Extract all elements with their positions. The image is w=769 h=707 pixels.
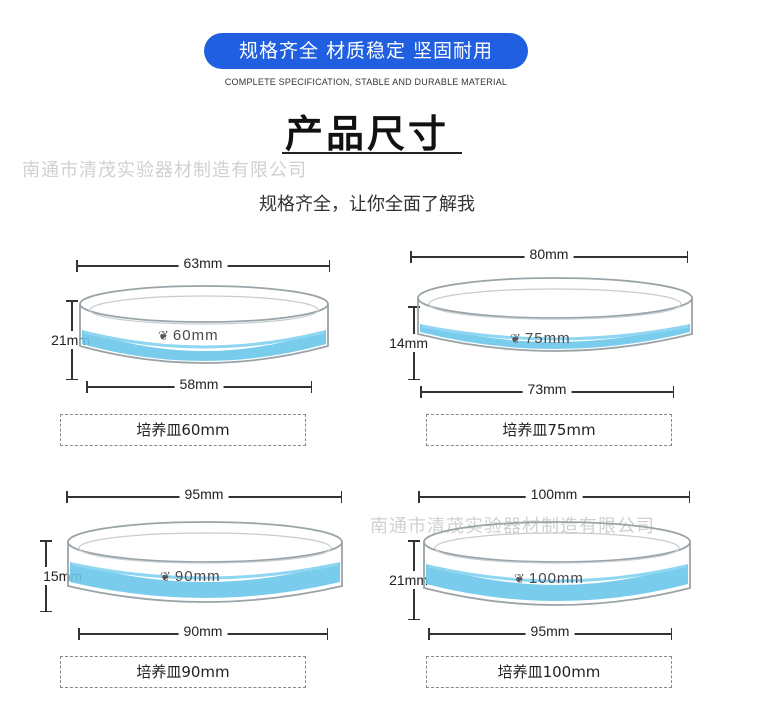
inner-width-dimension-100: 95mm [428, 623, 672, 640]
petri-dish-90: ❦90mm [64, 518, 346, 616]
brand-logo-icon: ❦ [510, 331, 522, 346]
height-value: 21mm [389, 571, 428, 589]
english-subtitle: COMPLETE SPECIFICATION, STABLE AND DURAB… [224, 77, 508, 87]
outer-width-dimension-100: 100mm [418, 486, 690, 503]
inner-width-dimension-90: 90mm [78, 623, 328, 640]
page-title: 产品尺寸 [284, 112, 449, 156]
brand-logo-icon: ❦ [160, 569, 172, 584]
dish-size-mark: 75mm [524, 330, 571, 347]
dish-size-mark: 100mm [528, 570, 584, 587]
height-dimension-75: 14mm [389, 306, 428, 380]
watermark-top: 南通市清茂实验器材制造有限公司 [22, 160, 307, 181]
brand-logo-icon: ❦ [158, 328, 170, 343]
outer-width-value: 100mm [525, 486, 583, 502]
product-label-100: 培养皿100mm [426, 656, 672, 688]
product-label-90: 培养皿90mm [60, 656, 306, 688]
dish-size-mark: 60mm [172, 327, 219, 344]
inner-width-value: 58mm [174, 376, 224, 392]
petri-dish-75: ❦75mm [414, 274, 696, 372]
page-subtitle: 规格齐全，让你全面了解我 [259, 194, 475, 215]
outer-width-value: 63mm [178, 255, 228, 271]
inner-width-value: 95mm [525, 623, 575, 639]
height-dimension-100: 21mm [389, 540, 428, 620]
product-label-60: 培养皿60mm [60, 414, 306, 446]
outer-width-dimension-60: 63mm [76, 255, 330, 272]
title-underline [282, 152, 462, 154]
petri-dish-60: ❦60mm [76, 282, 332, 380]
outer-width-dimension-75: 80mm [410, 246, 688, 263]
inner-width-value: 90mm [178, 623, 228, 639]
height-value: 14mm [389, 334, 428, 352]
petri-dish-100: ❦100mm [420, 518, 694, 618]
feature-banner: 规格齐全 材质稳定 坚固耐用 [204, 33, 528, 69]
outer-width-dimension-90: 95mm [66, 486, 342, 503]
brand-logo-icon: ❦ [514, 571, 526, 586]
inner-width-value: 73mm [522, 381, 572, 397]
outer-width-value: 95mm [179, 486, 229, 502]
inner-width-dimension-60: 58mm [86, 376, 312, 393]
outer-width-value: 80mm [524, 246, 574, 262]
dish-size-mark: 90mm [174, 568, 221, 585]
height-dimension-90: 15mm [40, 540, 82, 612]
inner-width-dimension-75: 73mm [420, 381, 674, 398]
product-label-75: 培养皿75mm [426, 414, 672, 446]
